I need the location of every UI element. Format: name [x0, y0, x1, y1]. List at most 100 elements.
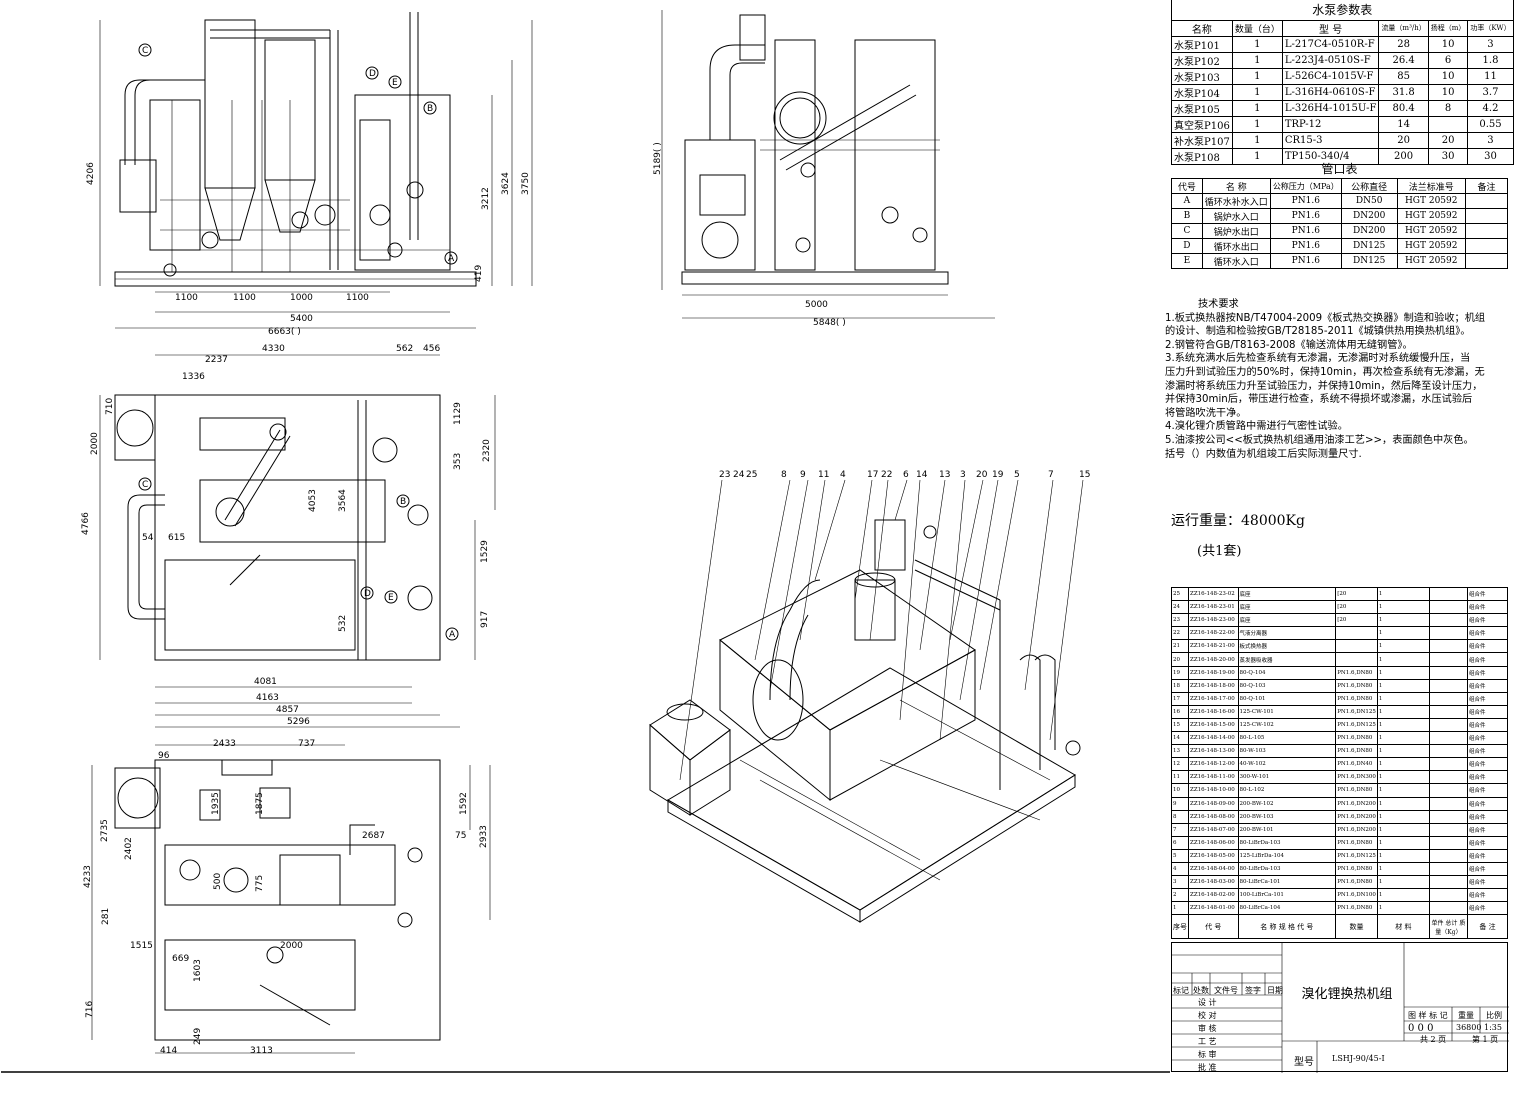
dim-text: 75	[455, 831, 466, 841]
bom-cell: ZZ16-148-09-00	[1188, 796, 1239, 811]
bom-cell: ZZ16-148-13-00	[1188, 744, 1239, 759]
dim-text: 419	[474, 265, 484, 282]
bom-cell: ZZ16-148-23-02	[1188, 586, 1239, 602]
dim-text: 775	[255, 875, 265, 892]
tb-mark: 签字	[1245, 986, 1261, 995]
bom-cell	[1428, 770, 1469, 785]
bom-cell: PN1.6,DN80	[1335, 861, 1378, 877]
dim-text: 2320	[482, 439, 492, 462]
dim-text: 4233	[83, 865, 93, 888]
bom-header: 序号	[1171, 914, 1189, 940]
bom-cell: 23	[1171, 613, 1189, 628]
pump-table-cell: 26.4	[1378, 51, 1429, 69]
tb-role: 校 对	[1198, 1011, 1217, 1020]
operating-weight: 运行重量：48000Kg	[1171, 513, 1305, 529]
port-label: A	[449, 630, 456, 640]
dim-text: 500	[213, 873, 223, 890]
bom-cell: ZZ16-148-22-00	[1188, 626, 1239, 641]
bom-cell: 1	[1376, 704, 1430, 719]
bom-cell: [20	[1335, 600, 1378, 615]
bom-cell: 组合件	[1467, 888, 1508, 903]
dim-text: 6663( )	[268, 327, 301, 337]
tech-title: 技术要求	[1198, 299, 1239, 310]
bom-cell: 1	[1376, 783, 1430, 798]
bom-cell: PN1.6,DN125	[1335, 848, 1378, 863]
bom-cell: 80-LiBrCa-101	[1237, 875, 1337, 890]
dim-text: 1336	[182, 372, 205, 382]
pump-table-header: 扬程（m）	[1427, 19, 1469, 37]
dim-text: 615	[168, 533, 185, 543]
bom-cell: ZZ16-148-03-00	[1188, 875, 1239, 890]
tech-line: 渗漏时将系统压力升至试验压力，并保持10min，然后降至设计压力，	[1165, 380, 1483, 392]
pipe-table-cell: HGT 20592	[1396, 238, 1466, 254]
bom-cell: 100-LiBrCa-101	[1237, 888, 1337, 903]
pipe-table-cell	[1464, 223, 1509, 239]
tb-role: 工 艺	[1198, 1037, 1217, 1046]
bom-cell: 80-Q-104	[1237, 665, 1337, 680]
bom-cell	[1428, 652, 1469, 667]
bom-cell: 40-W-102	[1237, 757, 1337, 772]
dim-text: 532	[338, 615, 348, 632]
bom-cell: [20	[1335, 613, 1378, 628]
dim-text: 4206	[86, 162, 96, 185]
pump-table-cell: 1	[1231, 147, 1283, 165]
bom-cell	[1428, 586, 1469, 602]
section-dimensions: 2433 737 96 1935 1875 1592 2735 2402 268…	[83, 739, 489, 1056]
pump-table-cell: 1	[1231, 115, 1283, 133]
tb-role: 标 审	[1198, 1050, 1217, 1059]
bom-cell	[1428, 691, 1469, 706]
pump-table-cell: 10	[1427, 67, 1469, 85]
dim-text: 4857	[276, 705, 299, 715]
tech-line: 3.系统充满水后先检查系统有无渗漏，无渗漏时对系统缓慢升压，当	[1165, 353, 1471, 365]
dim-text: 1100	[175, 293, 198, 303]
drawing-name: 溴化锂换热机组	[1301, 987, 1393, 1002]
bom-cell	[1428, 848, 1469, 863]
dim-text: 353	[453, 453, 463, 470]
pump-table-cell: 3	[1467, 131, 1514, 149]
bom-cell: ZZ16-148-10-00	[1188, 783, 1239, 798]
bom-cell: 14	[1171, 731, 1189, 746]
bom-cell: 5	[1171, 848, 1189, 863]
bom-cell: PN1.6,DN80	[1335, 731, 1378, 746]
bom-cell: 19	[1171, 665, 1189, 680]
port-label: E	[388, 593, 394, 603]
tb-role: 批 准	[1198, 1063, 1217, 1072]
bom-cell	[1428, 678, 1469, 693]
pipe-table-cell: E	[1171, 253, 1203, 269]
section-view	[91, 744, 491, 1054]
bom-cell: ZZ16-148-21-00	[1188, 639, 1239, 654]
bom-cell: 16	[1171, 704, 1189, 719]
dim-text: 710	[105, 398, 115, 415]
port-label: D	[369, 69, 376, 79]
pipe-table-cell: PN1.6	[1269, 238, 1342, 254]
bom-cell: 15	[1171, 717, 1189, 733]
tb-weight-value: 36800	[1456, 1023, 1482, 1032]
pipe-table-cell	[1464, 208, 1509, 224]
pipe-table-cell: 锅炉水出口	[1201, 223, 1271, 239]
pipe-table-cell: HGT 20592	[1396, 193, 1466, 209]
bom-cell: 11	[1171, 770, 1189, 785]
bom-cell: ZZ16-148-18-00	[1188, 678, 1239, 693]
bom-cell: 3	[1171, 875, 1189, 890]
front-elevation-view	[99, 12, 533, 329]
bom-cell	[1428, 809, 1469, 824]
